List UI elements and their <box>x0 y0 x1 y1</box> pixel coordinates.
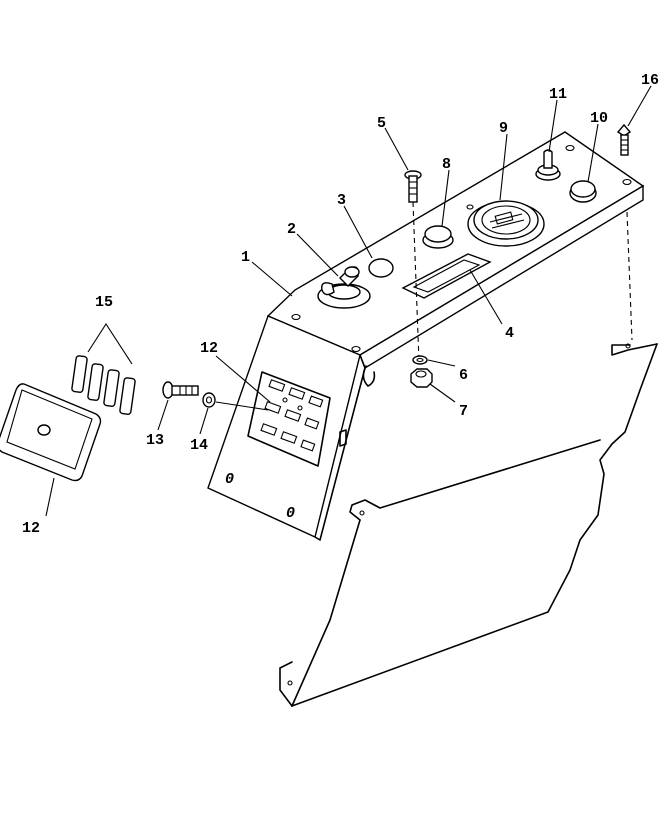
pilot-lamp <box>422 225 454 249</box>
callout-8: 8 <box>442 156 451 173</box>
plug-cap <box>569 180 597 203</box>
toggle-switch <box>535 149 561 181</box>
cover-plate <box>279 211 658 707</box>
callout-1: 1 <box>241 249 250 266</box>
callout-4: 4 <box>505 325 514 342</box>
callout-2: 2 <box>287 221 296 238</box>
bolt-16 <box>616 123 632 156</box>
callout-6: 6 <box>459 367 468 384</box>
bolt-5 <box>404 170 422 363</box>
fuse-cover <box>0 383 102 482</box>
callout-16: 16 <box>641 72 659 89</box>
washer-6 <box>412 355 428 365</box>
callout-10: 10 <box>590 110 608 127</box>
callout-3: 3 <box>337 192 346 209</box>
panel-mark-b: 0 <box>286 505 295 522</box>
washer-14 <box>202 392 216 408</box>
fuses <box>71 322 136 415</box>
callout-7: 7 <box>459 403 468 420</box>
callout-12-upper: 12 <box>200 340 218 357</box>
callout-11: 11 <box>549 86 567 103</box>
callout-13: 13 <box>146 432 164 449</box>
callout-15: 15 <box>95 294 113 311</box>
leader-lines <box>45 85 652 517</box>
key-switch <box>317 266 371 309</box>
callout-14: 14 <box>190 437 208 454</box>
callout-9: 9 <box>499 120 508 137</box>
screw-13 <box>162 381 199 399</box>
callout-5: 5 <box>377 115 386 132</box>
panel-mark-a: 0 <box>225 471 234 488</box>
nut-7 <box>410 368 433 388</box>
callout-12-lower: 12 <box>22 520 40 537</box>
hour-meter-gauge <box>467 200 545 247</box>
round-cap <box>368 258 394 278</box>
